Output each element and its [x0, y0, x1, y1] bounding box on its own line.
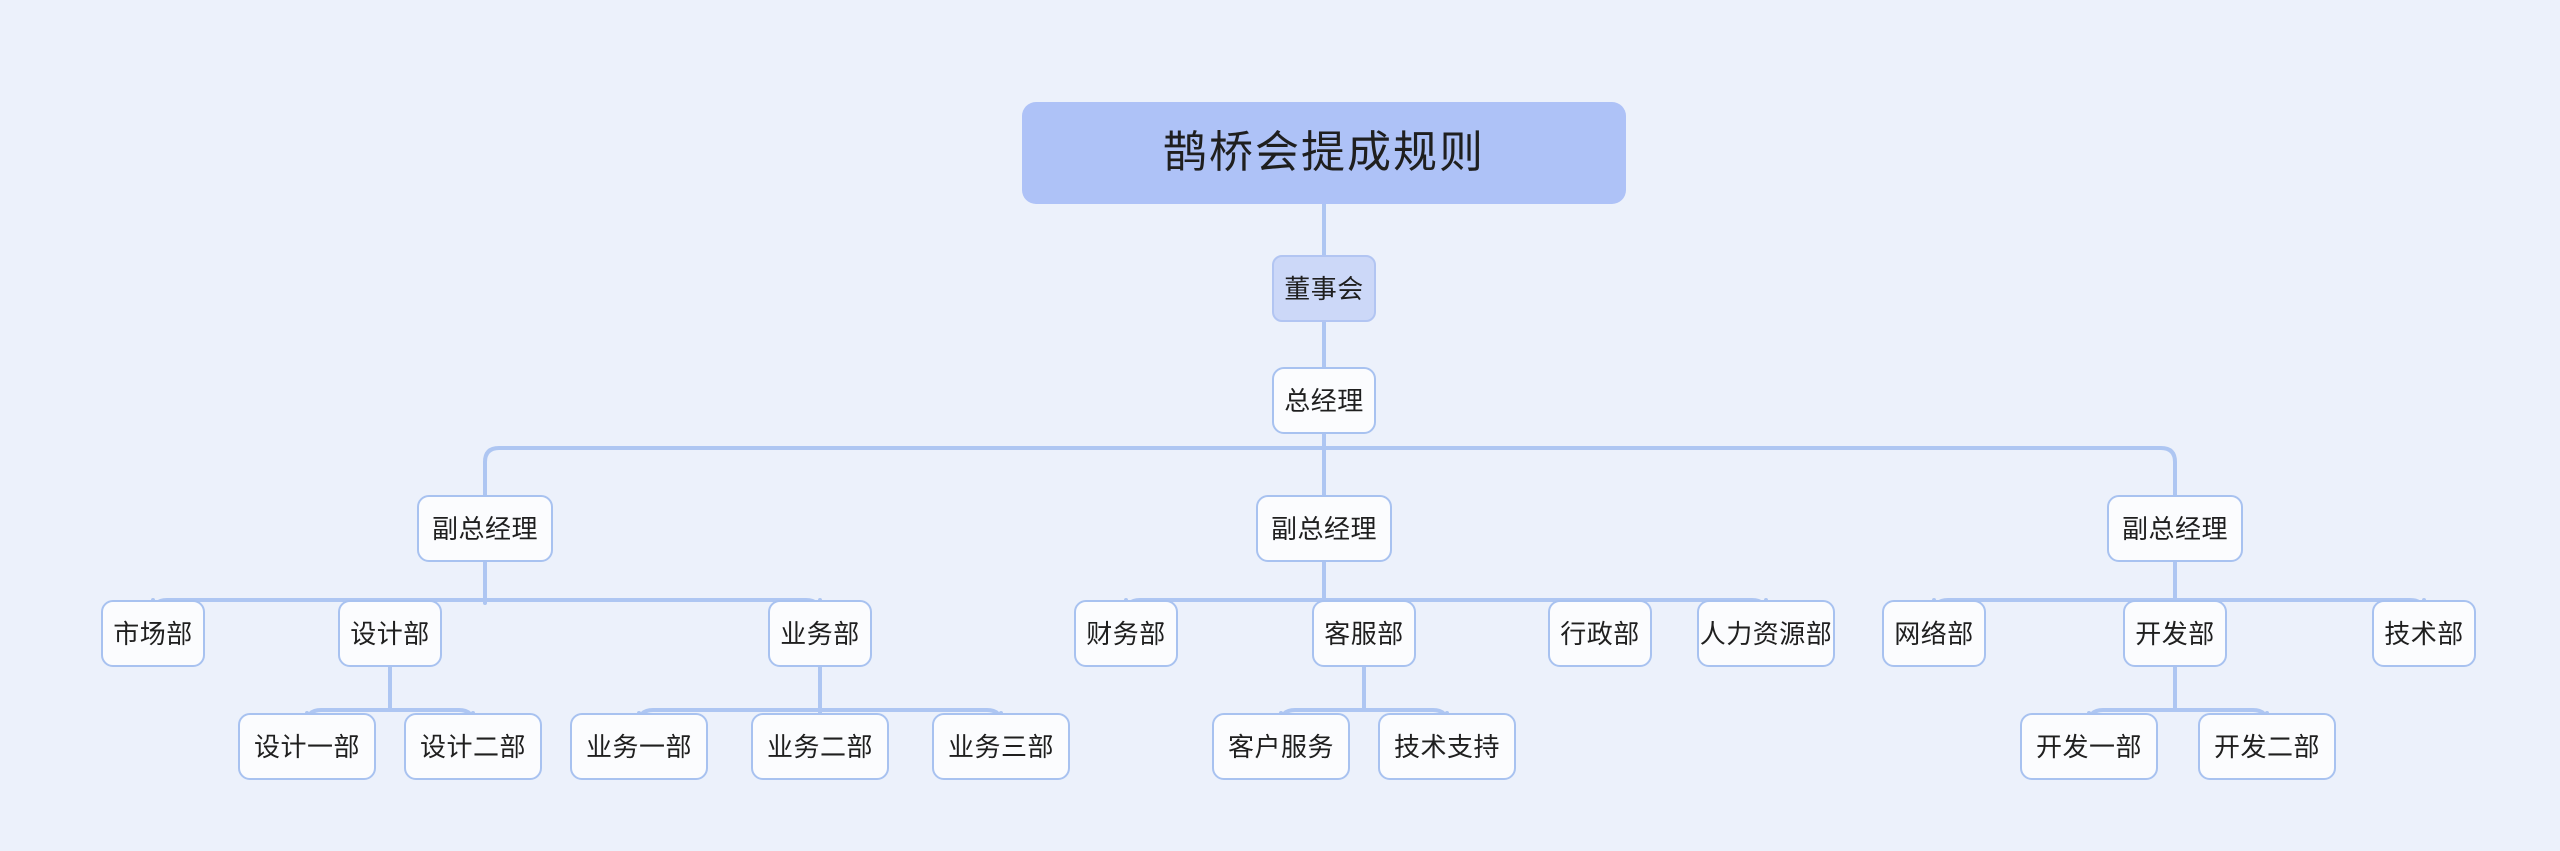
node-technology-department[interactable]: 技术部 — [2372, 600, 2476, 667]
node-title[interactable]: 鹊桥会提成规则 — [1022, 102, 1626, 204]
node-design-team-2[interactable]: 设计二部 — [404, 713, 542, 780]
edge-bus-deputies — [483, 446, 2177, 497]
node-development-team-2[interactable]: 开发二部 — [2198, 713, 2336, 780]
node-finance-department[interactable]: 财务部 — [1074, 600, 1178, 667]
node-business-department[interactable]: 业务部 — [768, 600, 872, 667]
node-development-team-1[interactable]: 开发一部 — [2020, 713, 2158, 780]
edge-bus-dept-left — [151, 598, 822, 616]
node-technical-support-team[interactable]: 技术支持 — [1378, 713, 1516, 780]
node-network-department[interactable]: 网络部 — [1882, 600, 1986, 667]
node-business-team-3[interactable]: 业务三部 — [932, 713, 1070, 780]
node-design-team-1[interactable]: 设计一部 — [238, 713, 376, 780]
node-general-manager[interactable]: 总经理 — [1272, 367, 1376, 434]
node-business-team-2[interactable]: 业务二部 — [751, 713, 889, 780]
node-marketing-department[interactable]: 市场部 — [101, 600, 205, 667]
node-board[interactable]: 董事会 — [1272, 255, 1376, 322]
node-business-team-1[interactable]: 业务一部 — [570, 713, 708, 780]
node-deputy-manager-1[interactable]: 副总经理 — [417, 495, 553, 562]
node-design-department[interactable]: 设计部 — [338, 600, 442, 667]
node-development-department[interactable]: 开发部 — [2123, 600, 2227, 667]
node-human-resources-department[interactable]: 人力资源部 — [1697, 600, 1835, 667]
node-administration-department[interactable]: 行政部 — [1548, 600, 1652, 667]
node-deputy-manager-3[interactable]: 副总经理 — [2107, 495, 2243, 562]
edge-bus-dept-mid — [1124, 598, 1768, 616]
node-customer-service-department[interactable]: 客服部 — [1312, 600, 1416, 667]
node-customer-service-team[interactable]: 客户服务 — [1212, 713, 1350, 780]
node-deputy-manager-2[interactable]: 副总经理 — [1256, 495, 1392, 562]
